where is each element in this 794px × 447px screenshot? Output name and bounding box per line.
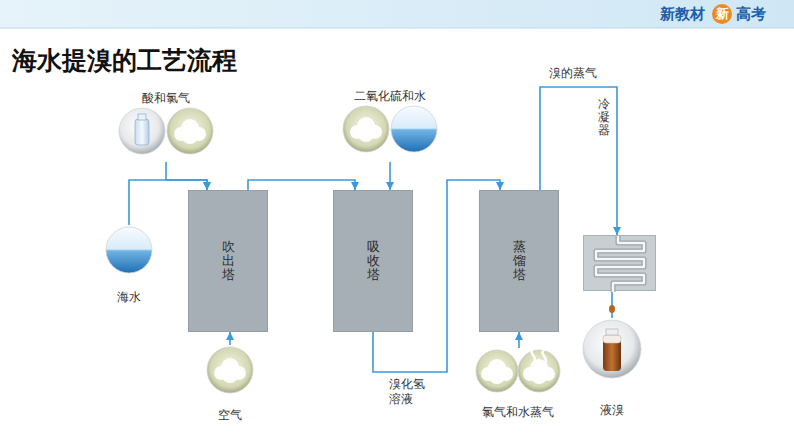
- material-label: 二氧化硫和水: [354, 88, 426, 104]
- banner-label: 新: [712, 4, 732, 24]
- cloud-icon: [343, 106, 389, 152]
- flow-connector: [166, 162, 207, 190]
- cloud-icon: [207, 347, 253, 393]
- water-icon: [106, 227, 152, 273]
- material-icon: 氯气和水蒸气: [474, 348, 562, 420]
- material-label: 酸和氯气: [142, 90, 190, 106]
- edge-label: 溴的蒸气: [548, 66, 598, 81]
- tower-name: 吹出塔: [222, 240, 235, 283]
- bromine-droplet: [609, 305, 615, 313]
- flow-connector: [611, 291, 613, 318]
- flow-connector: [248, 180, 355, 190]
- banner-label: 新教材: [660, 4, 705, 24]
- edge-label: 溴化氢溶液: [388, 377, 430, 407]
- flow-connector: [229, 332, 231, 345]
- cloud-icon: [476, 350, 518, 392]
- material-label: 液溴: [600, 402, 624, 418]
- tower-name: 吸收塔: [367, 240, 380, 283]
- tower-name: 蒸馏塔: [513, 240, 526, 283]
- bromine-icon: [583, 320, 641, 378]
- banner-label: 高考: [736, 4, 766, 24]
- process-tower: 吹出塔: [188, 190, 268, 332]
- material-icon: 海水: [104, 225, 154, 305]
- condenser-label: 冷凝器: [598, 98, 610, 138]
- cloud-icon: [167, 108, 213, 154]
- steam-icon: [518, 347, 560, 392]
- material-icon: 液溴: [581, 318, 643, 418]
- material-label: 氯气和水蒸气: [482, 404, 554, 420]
- material-label: 海水: [117, 289, 141, 305]
- flow-connector: [518, 332, 520, 348]
- process-tower: 蒸馏塔: [479, 190, 559, 332]
- process-tower: 吸收塔: [333, 190, 413, 332]
- condenser-box: 冷凝器: [583, 235, 656, 291]
- material-icon: 空气: [205, 345, 255, 423]
- water-icon: [391, 106, 437, 152]
- material-label: 空气: [218, 407, 242, 423]
- flow-connector: [389, 162, 391, 190]
- material-icon: 二氧化硫和水: [341, 88, 439, 162]
- condenser-coil: [584, 236, 657, 292]
- page-title: 海水提溴的工艺流程: [12, 44, 237, 77]
- material-icon: 酸和氯气: [117, 90, 215, 162]
- bottle-icon: [119, 108, 165, 154]
